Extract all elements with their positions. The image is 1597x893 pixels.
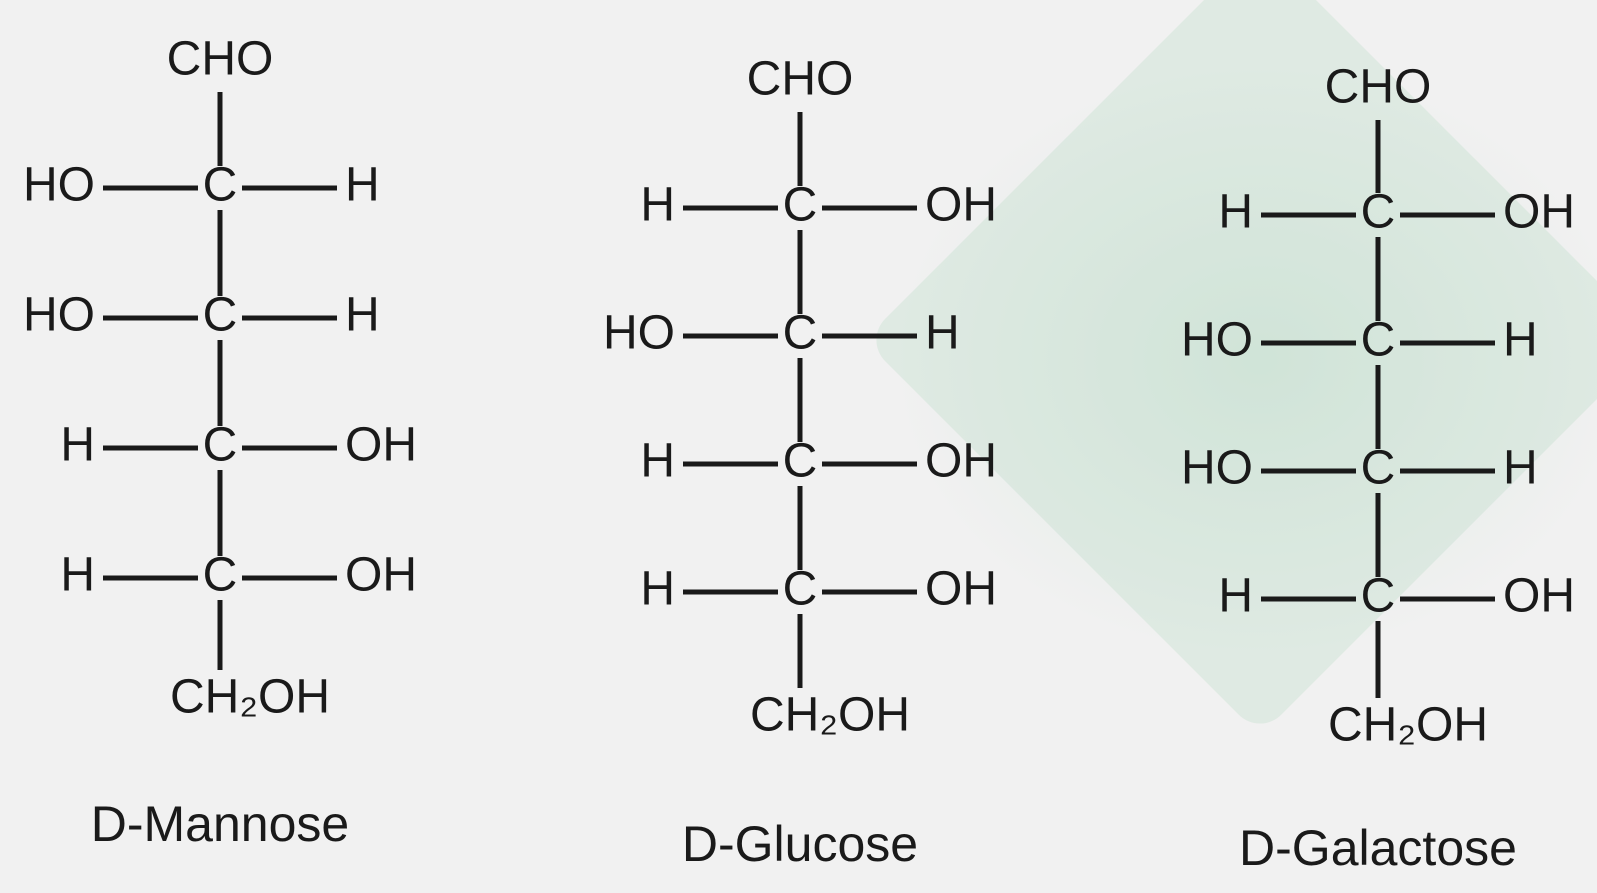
structure-2-left-substituent: H bbox=[640, 179, 675, 232]
structure-3-carbon: C bbox=[1361, 570, 1396, 623]
structure-3-right-substituent: H bbox=[1503, 442, 1538, 495]
structure-3-left-substituent: H bbox=[1218, 186, 1253, 239]
structure-3-right-substituent: H bbox=[1503, 314, 1538, 367]
structure-2-right-substituent: H bbox=[925, 307, 960, 360]
structure-1-left-substituent: HO bbox=[23, 289, 95, 342]
structure-3-bottom-group: CH₂OH bbox=[1328, 699, 1488, 752]
structure-1-top-group: CHO bbox=[167, 33, 274, 86]
structure-1-right-substituent: H bbox=[345, 289, 380, 342]
structure-2-bottom-group: CH₂OH bbox=[750, 689, 910, 742]
structure-2-top-group: CHO bbox=[747, 53, 854, 106]
structure-1-name: D-Mannose bbox=[91, 796, 349, 852]
structure-3-right-substituent: OH bbox=[1503, 570, 1575, 623]
structure-1-left-substituent: HO bbox=[23, 159, 95, 212]
structure-3-carbon: C bbox=[1361, 186, 1396, 239]
structure-1-carbon: C bbox=[203, 289, 238, 342]
structure-3-right-substituent: OH bbox=[1503, 186, 1575, 239]
structure-1-carbon: C bbox=[203, 419, 238, 472]
structure-1-carbon: C bbox=[203, 549, 238, 602]
structure-2-carbon: C bbox=[783, 307, 818, 360]
structure-3-left-substituent: H bbox=[1218, 570, 1253, 623]
structure-1-right-substituent: OH bbox=[345, 419, 417, 472]
structure-1-right-substituent: H bbox=[345, 159, 380, 212]
structure-1-bottom-group: CH₂OH bbox=[170, 671, 330, 724]
structure-2-right-substituent: OH bbox=[925, 435, 997, 488]
structure-1-left-substituent: H bbox=[60, 549, 95, 602]
structure-1-right-substituent: OH bbox=[345, 549, 417, 602]
structure-2-carbon: C bbox=[783, 563, 818, 616]
structure-3-carbon: C bbox=[1361, 314, 1396, 367]
structure-1-carbon: C bbox=[203, 159, 238, 212]
structure-2-carbon: C bbox=[783, 435, 818, 488]
structure-2-left-substituent: HO bbox=[603, 307, 675, 360]
structure-2-right-substituent: OH bbox=[925, 179, 997, 232]
structure-3-carbon: C bbox=[1361, 442, 1396, 495]
structure-2-carbon: C bbox=[783, 179, 818, 232]
structure-3-top-group: CHO bbox=[1325, 61, 1432, 114]
structure-2-right-substituent: OH bbox=[925, 563, 997, 616]
structure-2-name: D-Glucose bbox=[682, 816, 918, 872]
structure-1-left-substituent: H bbox=[60, 419, 95, 472]
structure-3-name: D-Galactose bbox=[1239, 820, 1517, 876]
structure-2-left-substituent: H bbox=[640, 435, 675, 488]
structure-2-left-substituent: H bbox=[640, 563, 675, 616]
structure-3-left-substituent: HO bbox=[1181, 442, 1253, 495]
structure-3-left-substituent: HO bbox=[1181, 314, 1253, 367]
